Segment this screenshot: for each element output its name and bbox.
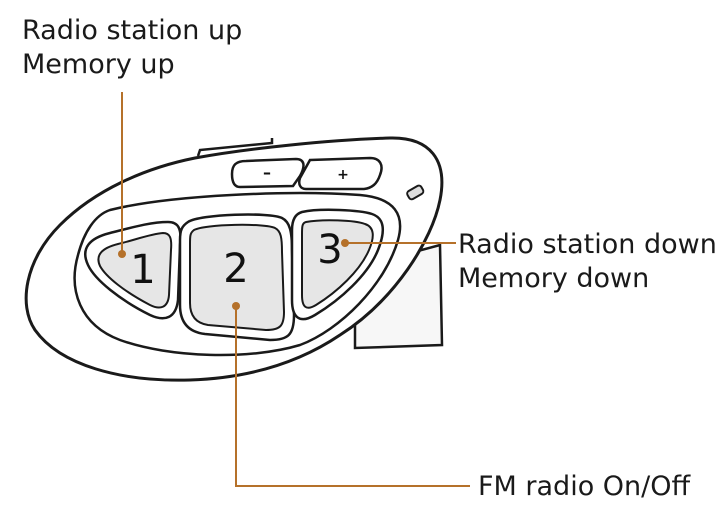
volume-plus-label: + (337, 167, 349, 183)
volume-minus-label: – (263, 163, 271, 182)
label-up-line1: Radio station up (22, 15, 243, 46)
label-down-line1: Radio station down (458, 229, 717, 260)
button-1-label: 1 (130, 247, 155, 293)
leader-line-fm (232, 302, 470, 487)
label-down-line2: Memory down (458, 263, 650, 294)
leader-line-up (118, 92, 126, 258)
label-up-line2: Memory up (22, 49, 175, 80)
volume-plus-button[interactable]: + (298, 156, 383, 191)
led-indicator (406, 184, 425, 201)
label-fm-radio: FM radio On/Off (478, 471, 691, 502)
label-radio-station-down: Radio station down Memory down (458, 228, 717, 296)
label-radio-station-up: Radio station up Memory up (22, 14, 242, 82)
button-1[interactable]: 1 (84, 220, 182, 320)
leader-line-down (341, 239, 456, 247)
button-2-label: 2 (223, 246, 248, 292)
button-2[interactable]: 2 (178, 213, 296, 342)
button-3-label: 3 (317, 227, 342, 273)
device-top-ridge (196, 138, 274, 157)
volume-minus-button[interactable]: – (230, 157, 305, 189)
